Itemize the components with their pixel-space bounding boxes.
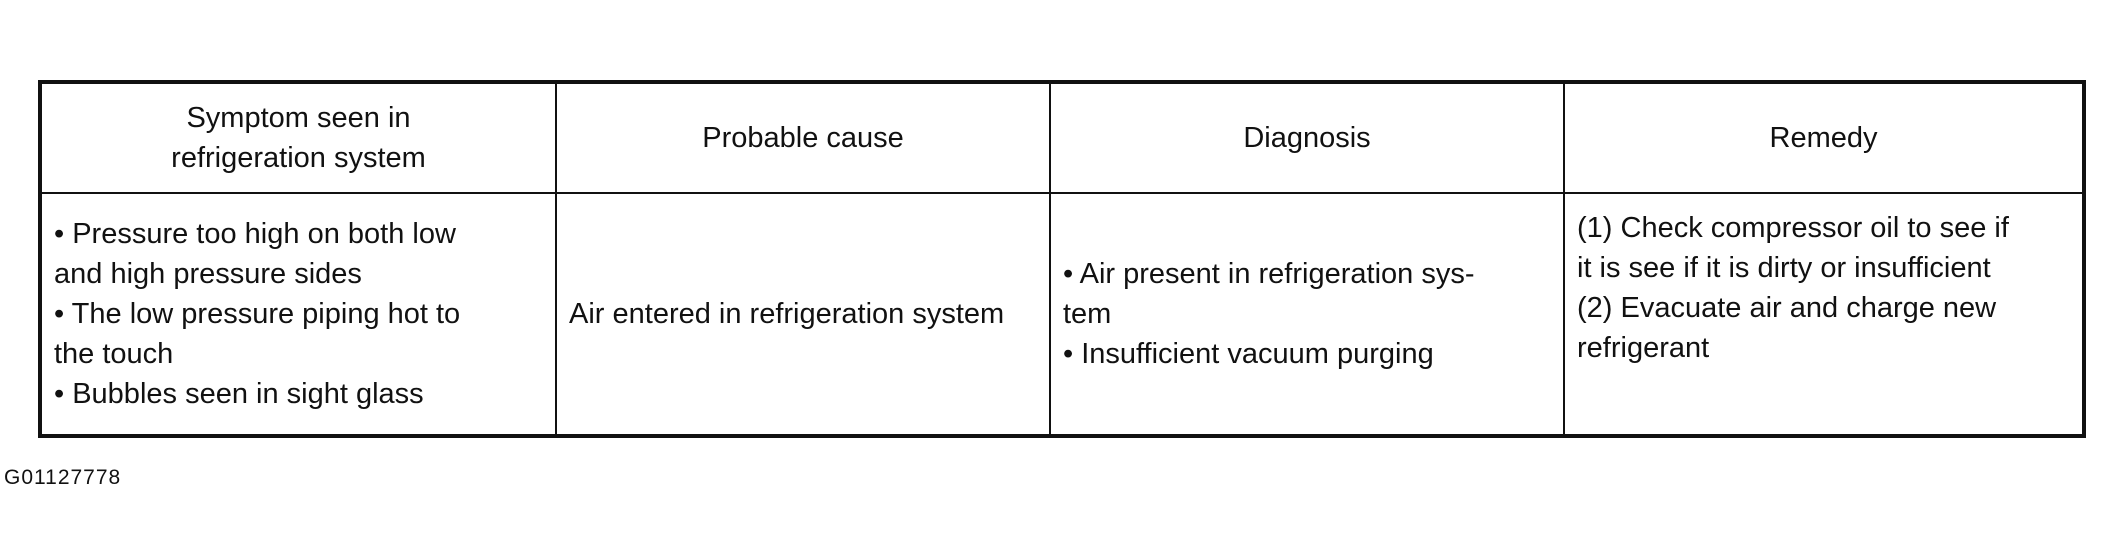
header-remedy: Remedy (1563, 81, 2085, 194)
cell-diagnosis: • Air present in refrigeration sys- tem … (1049, 192, 1565, 437)
header-symptom-line: Symptom seen in (186, 101, 411, 134)
cell-symptom: • Pressure too high on both low and high… (39, 192, 557, 437)
header-diagnosis: Diagnosis (1049, 81, 1565, 194)
header-probable-cause: Probable cause (555, 81, 1051, 194)
header-symptom: Symptom seen in refrigeration system (39, 81, 557, 194)
symptom-line: • Bubbles seen in sight glass (54, 378, 424, 411)
remedy-line: (1) Check compressor oil to see if (1577, 212, 2009, 244)
remedy-line: (2) Evacuate air and charge new (1577, 292, 1997, 325)
diagnosis-line: tem (1063, 297, 1112, 330)
remedy-line: refrigerant (1577, 332, 1710, 365)
table-header-row: Symptom seen in refrigeration system Pro… (39, 81, 2085, 194)
cell-probable-cause: Air entered in refrigeration system (555, 192, 1051, 437)
symptom-line: the touch (54, 338, 174, 370)
header-symptom-line: refrigeration system (171, 142, 426, 174)
diagnosis-line: • Insufficient vacuum purging (1063, 338, 1434, 370)
diagnosis-line: • Air present in refrigeration sys- (1063, 257, 1475, 290)
table-row: • Pressure too high on both low and high… (39, 192, 2085, 437)
header-diagnosis-line: Diagnosis (1243, 121, 1371, 154)
symptom-line: • The low pressure piping hot to (54, 297, 461, 330)
troubleshooting-table: Symptom seen in refrigeration system Pro… (38, 80, 2086, 438)
figure-id: G01127778 (4, 466, 122, 489)
cause-line: Air entered in refrigeration system (569, 297, 1005, 330)
symptom-line: • Pressure too high on both low (54, 217, 456, 250)
cell-remedy: (1) Check compressor oil to see if it is… (1563, 192, 2085, 437)
remedy-line: it is see if it is dirty or insufficient (1577, 252, 1991, 285)
symptom-line: and high pressure sides (54, 257, 362, 290)
header-cause-line: Probable cause (702, 121, 904, 154)
header-remedy-line: Remedy (1769, 121, 1878, 154)
